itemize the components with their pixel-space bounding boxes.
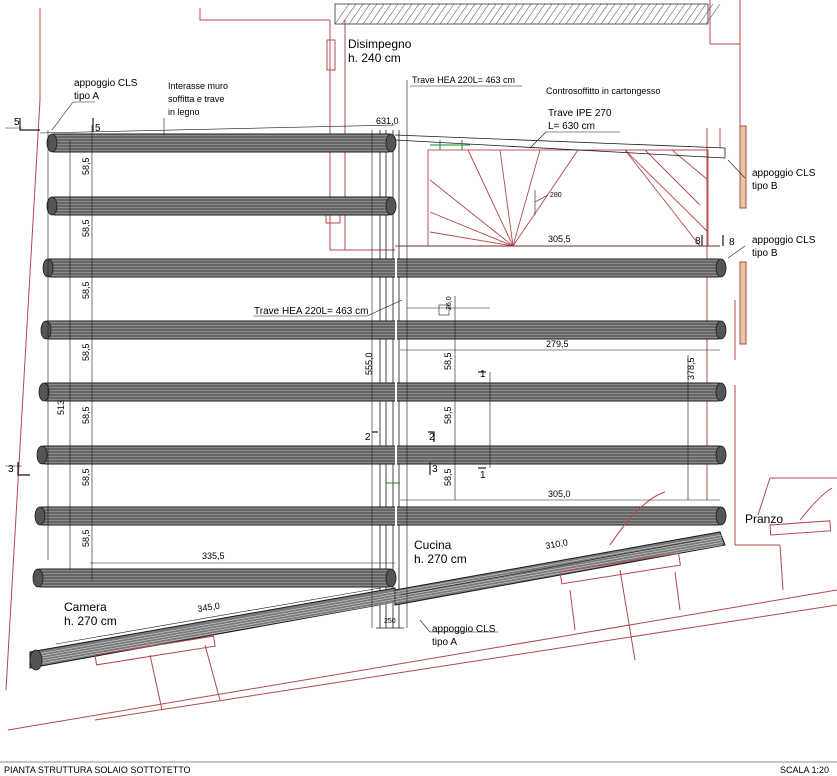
disimpegno-height: h. 240 cm	[348, 51, 401, 65]
controsoffitto-label: Controsoffitto in cartongesso	[546, 86, 660, 96]
trave-ipe-line2: L= 630 cm	[548, 121, 595, 132]
stair	[427, 149, 709, 247]
dim-250: 250	[384, 618, 396, 625]
trave-hea-top-label: Trave HEA 220L= 463 cm	[412, 75, 515, 85]
spacing-label-left: 58,5	[81, 529, 91, 547]
dim-305: 305,0	[548, 489, 571, 499]
joist	[46, 196, 397, 216]
dim-279-5: 279,5	[546, 339, 569, 349]
leader-lines	[51, 85, 746, 633]
section-8-right: 8	[729, 237, 735, 248]
section-8-left: 8	[695, 236, 701, 247]
interasse-line1: Interasse muro	[168, 81, 228, 91]
pranzo-name: Pranzo	[745, 512, 783, 526]
dim-378-5: 378,5	[686, 357, 696, 380]
appoggio-a-bot-line2: tipo A	[432, 637, 457, 648]
appoggio-b-plates	[739, 125, 747, 345]
spacing-label-left: 58,5	[81, 219, 91, 237]
spacing-label-left: 58,5	[81, 468, 91, 486]
joist	[36, 445, 727, 465]
cucina-name: Cucina	[414, 538, 452, 552]
appoggio-a-top-line1: appoggio CLS	[74, 78, 138, 89]
spacing-label-mid: 58,5	[443, 406, 453, 424]
trave-ipe-270	[394, 134, 726, 159]
joist-spacing-labels: 58,5 58,5 58,5 58,5 58,5 58,5 58,5 58,5 58,5 58,5	[81, 157, 453, 547]
joist	[40, 320, 727, 340]
appoggio-b1-line2: tipo B	[752, 181, 778, 192]
joist	[34, 506, 727, 526]
section-labels: 5 5 3 3 2 2 1 1 8 8	[8, 117, 735, 481]
trave-ipe-line1: Trave IPE 270	[548, 108, 612, 119]
interasse-line3: in legno	[168, 107, 200, 117]
spacing-label-left: 58,5	[81, 343, 91, 361]
section-1-bottom: 1	[480, 470, 486, 481]
dimension-labels: 631,0 280 305,5 279,5 305,0 335,5 345,0 …	[56, 116, 696, 625]
appoggio-b2-line2: tipo B	[752, 248, 778, 259]
disimpegno-name: Disimpegno	[348, 37, 412, 51]
section-3-left: 3	[8, 464, 14, 475]
diagonal-edge-beam-hatch	[29, 534, 723, 671]
hatched-wall-top	[334, 3, 721, 25]
spacing-label-left: 58,5	[81, 281, 91, 299]
section-5-right: 5	[95, 123, 101, 134]
dim-335-5: 335,5	[202, 551, 225, 561]
interasse-line2: soffitta e trave	[168, 94, 224, 104]
dim-26: 26,0	[446, 296, 453, 310]
drawing-footer: PIANTA STRUTTURA SOLAIO SOTTOTETTO SCALA…	[0, 761, 837, 775]
spacing-label-left: 58,5	[81, 406, 91, 424]
trave-hea-mid-label: Trave HEA 220L= 463 cm	[254, 306, 368, 317]
appoggio-b2-line1: appoggio CLS	[752, 235, 816, 246]
appoggio-b1-line1: appoggio CLS	[752, 168, 816, 179]
appoggio-a-bot-line1: appoggio CLS	[432, 624, 496, 635]
dim-631: 631,0	[376, 116, 399, 126]
appoggio-a-top-line2: tipo A	[74, 91, 99, 102]
drawing-scale: SCALA 1:20	[780, 765, 829, 775]
joist	[32, 568, 397, 588]
section-markers	[17, 118, 724, 476]
drawing-title: PIANTA STRUTTURA SOLAIO SOTTOTETTO	[4, 765, 191, 775]
dimension-lines	[5, 80, 720, 645]
section-3-right: 3	[432, 464, 438, 475]
eave-brackets	[94, 487, 833, 711]
dim-305-5: 305,5	[548, 234, 571, 244]
walls	[5, 0, 837, 731]
joist	[38, 382, 727, 402]
hardware-marks	[386, 140, 470, 484]
timber-joists	[32, 133, 727, 588]
camera-height: h. 270 cm	[64, 614, 117, 628]
spacing-label-mid: 58,5	[443, 468, 453, 486]
dim-513: 513	[56, 400, 66, 415]
spacing-label-left: 58,5	[81, 157, 91, 175]
dim-310: 310,0	[545, 537, 569, 551]
joist	[46, 133, 397, 153]
spacing-label-mid: 58,5	[443, 352, 453, 370]
room-labels: Disimpegno h. 240 cm Cucina h. 270 cm Ca…	[64, 37, 783, 628]
section-2-left: 2	[365, 432, 371, 443]
annotations: appoggio CLS tipo A Interasse muro soffi…	[74, 75, 816, 648]
disimpegno-door-frame	[325, 39, 341, 224]
section-1-top: 1	[480, 369, 486, 380]
section-5-left: 5	[14, 117, 20, 128]
camera-name: Camera	[64, 600, 107, 614]
cucina-height: h. 270 cm	[414, 552, 467, 566]
section-2-right: 2	[429, 432, 435, 443]
dim-555: 555,0	[364, 352, 374, 375]
dim-345: 345,0	[197, 601, 221, 614]
joist	[42, 258, 727, 278]
dim-280: 280	[550, 192, 562, 199]
